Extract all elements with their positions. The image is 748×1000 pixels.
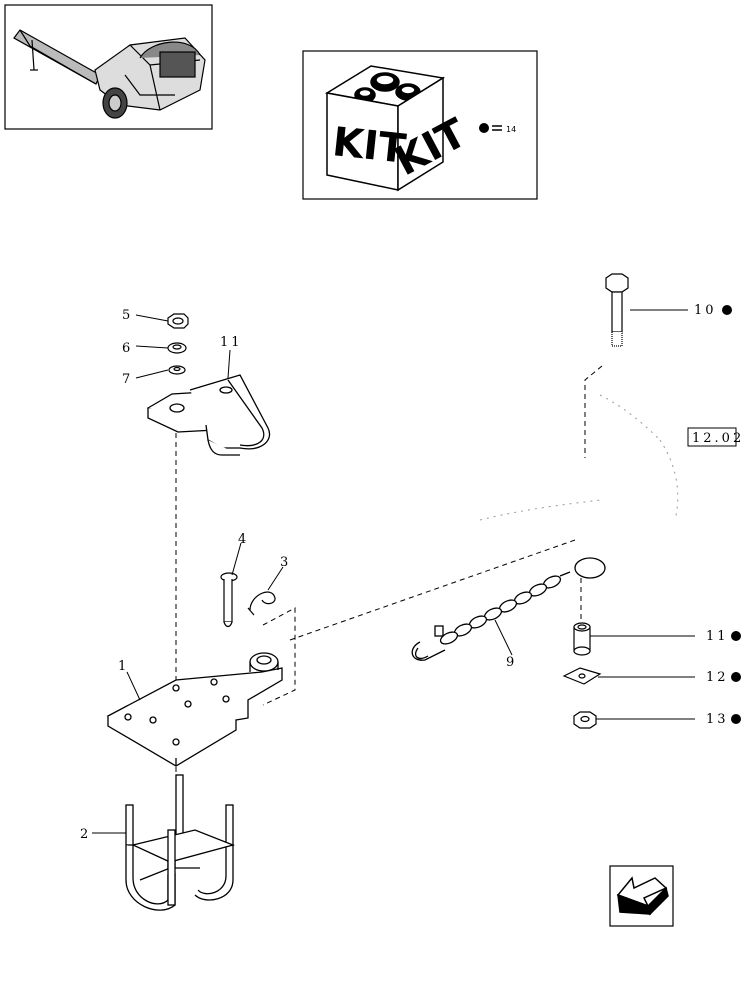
machine-thumbnail-frame[interactable] [4,4,213,130]
callout-5[interactable]: 5 [122,308,133,323]
callout-3[interactable]: 3 [280,555,291,570]
callout-10[interactable]: 10 [694,303,717,318]
kit-equals-ref: 14 [506,125,516,134]
reference-page-box[interactable]: 12.02 [687,427,744,447]
safety-chain-part-9[interactable] [411,557,606,661]
clip-part-3[interactable] [247,591,276,616]
callout-4[interactable]: 4 [238,532,249,547]
navigation-arrow-icon [616,876,669,916]
nut-part-13[interactable] [573,711,597,729]
u-bolt-clamp-part-2[interactable] [125,774,236,911]
leader-lines [92,309,695,834]
kit-bullet-icon [731,631,741,641]
callout-12[interactable]: 12 [706,670,729,685]
callout-2[interactable]: 2 [80,827,91,842]
kit-box-icon [324,65,446,192]
clevis-bracket-part[interactable] [146,374,271,456]
spacer-part-11[interactable] [573,622,591,656]
kit-legend-box: KIT KIT 14 [302,50,538,200]
kit-bullet-icon [722,305,732,315]
kit-bullet-icon [479,123,489,133]
callout-1[interactable]: 1 [118,659,129,674]
bolt-part-10[interactable] [605,273,629,347]
kit-left-label: KIT [330,119,408,172]
navigation-arrow-button[interactable] [609,865,674,927]
callout-11-upper[interactable]: 11 [220,335,243,350]
callout-13[interactable]: 13 [706,712,729,727]
nut-part-5[interactable] [167,313,189,329]
machine-thumbnail-icon [13,29,206,119]
ghost-sketch [479,394,679,521]
callout-9[interactable]: 9 [506,655,517,670]
plate-washer-part-12[interactable] [562,667,602,685]
pin-part-4[interactable] [220,572,238,628]
assembly-dash-lines [175,365,603,790]
washer-part-7[interactable] [168,365,186,375]
callout-7[interactable]: 7 [122,372,133,387]
kit-bullet-icon [731,714,741,724]
reference-page-label[interactable]: 12.02 [692,431,744,446]
callout-6[interactable]: 6 [122,341,133,356]
mounting-plate-part-1[interactable] [106,652,283,767]
callout-11-right[interactable]: 11 [706,629,729,644]
kit-bullet-icon [731,672,741,682]
washer-part-6[interactable] [167,342,187,354]
